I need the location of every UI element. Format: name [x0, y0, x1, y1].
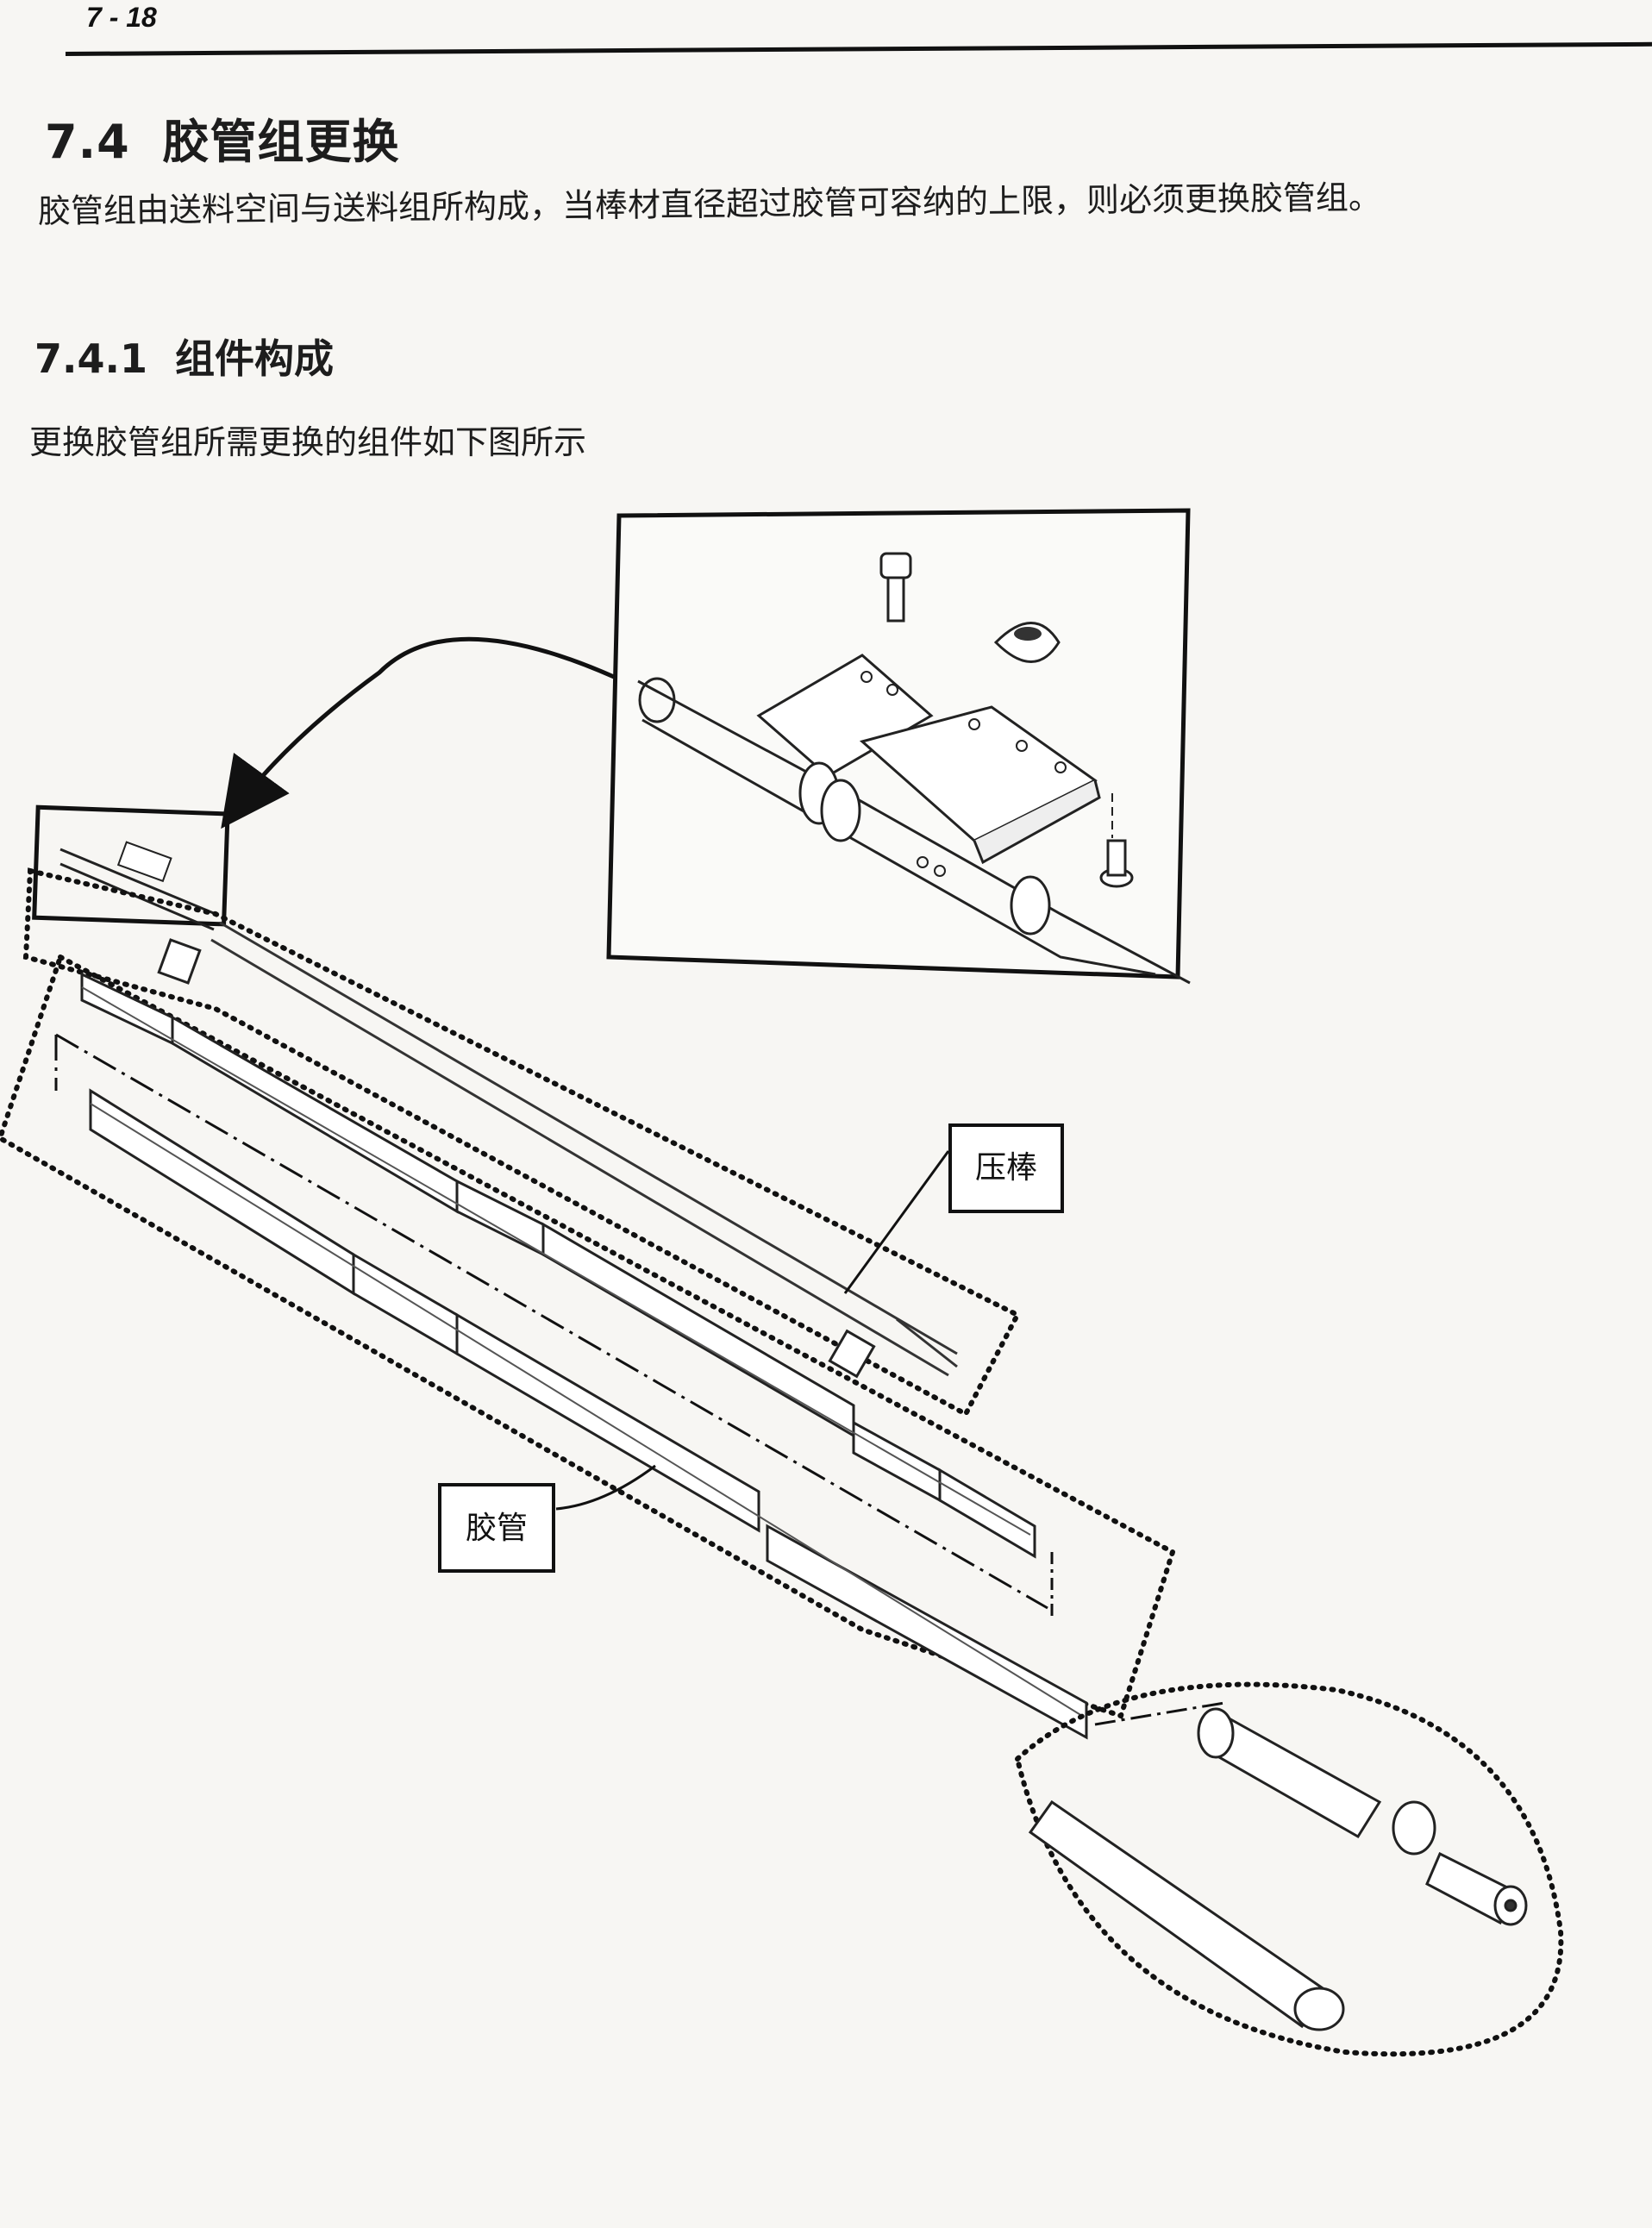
figure-caption: 更换胶管组所需更换的组件如下图所示	[29, 423, 587, 461]
subsection-title: 组件构成	[175, 335, 334, 382]
subsection-heading: 7.4.1 组件构成	[34, 328, 334, 385]
header-rule	[65, 41, 1652, 56]
hose-rails-lower	[89, 1088, 1088, 1740]
callout-press-rod: 压棒	[843, 1123, 1064, 1294]
detail-location-box	[32, 804, 230, 927]
press-rod-group-outline	[22, 867, 1022, 1418]
section-heading: 7.4 胶管组更换	[45, 103, 399, 172]
press-rod-label: 压棒	[975, 1150, 1037, 1186]
end-fittings-outline	[1014, 1681, 1564, 2057]
hose-group-outline	[0, 953, 1176, 1719]
callout-hose: 胶管	[438, 1464, 656, 1573]
press-rod	[157, 921, 958, 1379]
end-fittings	[1028, 1707, 1528, 2031]
section-title: 胶管组更换	[162, 115, 400, 169]
section-intro: 胶管组由送料空间与送料组所构成，当棒材直径超过胶管可容纳的上限，则必须更换胶管组…	[37, 178, 1382, 230]
detail-arrow	[221, 636, 616, 829]
hose-rails-upper	[80, 972, 1036, 1559]
exploded-assembly-figure: 压棒 胶管	[0, 508, 1564, 2057]
detail-inset	[606, 508, 1191, 985]
page-number: 7 - 18	[86, 2, 157, 33]
centerline	[55, 1033, 1048, 1610]
hose-label: 胶管	[466, 1511, 528, 1546]
subsection-number: 7.4.1	[34, 335, 147, 382]
section-number: 7.4	[45, 115, 130, 169]
